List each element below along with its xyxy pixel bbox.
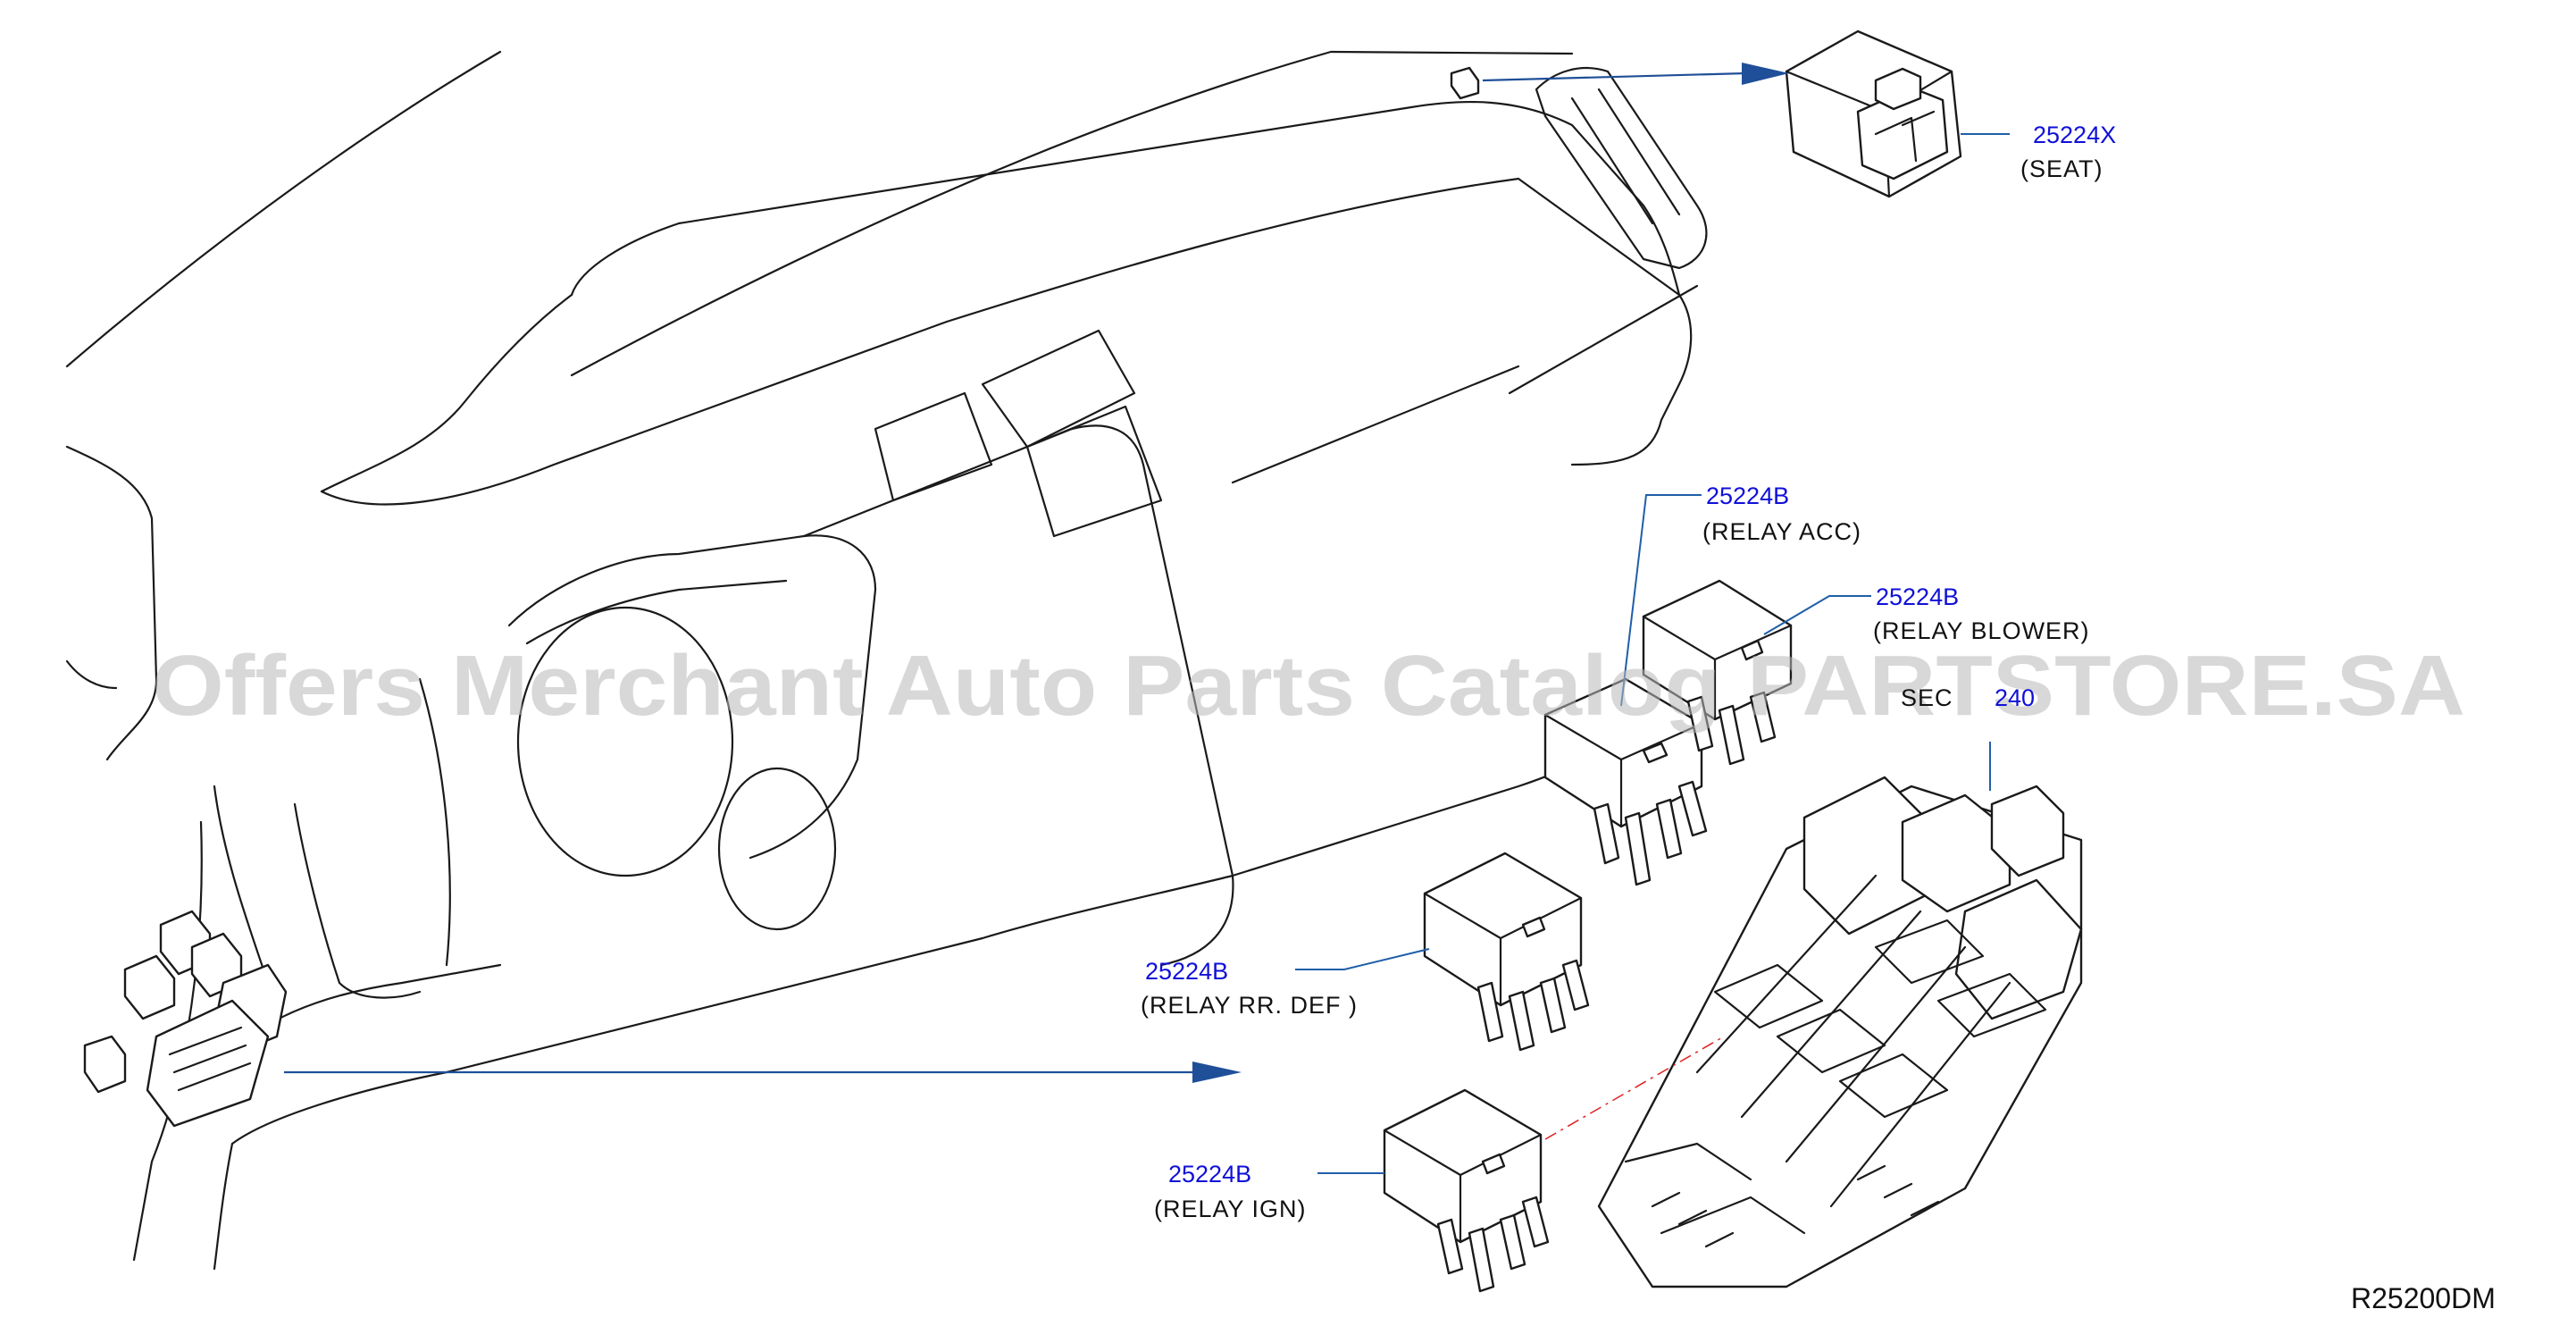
description-relay-ign: (RELAY IGN) [1154,1196,1307,1222]
arrow-to-seat-relay [1482,63,1789,85]
relay-box-assembly [1597,776,2083,1288]
description-seat: (SEAT) [2020,155,2103,182]
part-number-relay-ign[interactable]: 25224B [1168,1161,1251,1188]
callout-relay-blower: 25224B (RELAY BLOWER) [1873,583,2090,644]
callout-relay-rr-def: 25224B (RELAY RR. DEF ) [1141,958,1358,1019]
description-relay-rr-def: (RELAY RR. DEF ) [1141,992,1358,1019]
arrow-to-relay-box [284,1062,1242,1083]
callout-seat: 25224X (SEAT) [2020,122,2116,182]
seat-relay [1785,29,1962,198]
section-number[interactable]: 240 [1995,684,2035,711]
part-number-seat[interactable]: 25224X [2033,122,2116,148]
relay-blower [1642,579,1793,766]
callout-section-240: SEC 240 [1901,684,2035,711]
callout-relay-ign: 25224B (RELAY IGN) [1154,1161,1307,1222]
leader-lines [1295,133,2010,1174]
relay-rr-def [1423,852,1590,1052]
relay-cluster-small [83,910,288,1128]
diagram-code: R25200DM [2351,1282,2496,1314]
part-number-relay-rr-def[interactable]: 25224B [1145,958,1228,985]
watermark: Offers Merchant Auto Parts Catalog PARTS… [152,638,2465,734]
relay-ign [1383,1088,1550,1293]
relay-acc [1543,677,1708,886]
description-relay-blower: (RELAY BLOWER) [1873,617,2090,644]
part-number-relay-acc[interactable]: 25224B [1706,483,1789,509]
callout-relay-acc: 25224B (RELAY ACC) [1702,483,1861,545]
description-relay-acc: (RELAY ACC) [1702,518,1861,545]
seat-relay-connector [1450,66,1480,100]
section-prefix: SEC [1901,684,1953,711]
centerline [1544,1036,1725,1140]
part-number-relay-blower[interactable]: 25224B [1876,583,1959,610]
